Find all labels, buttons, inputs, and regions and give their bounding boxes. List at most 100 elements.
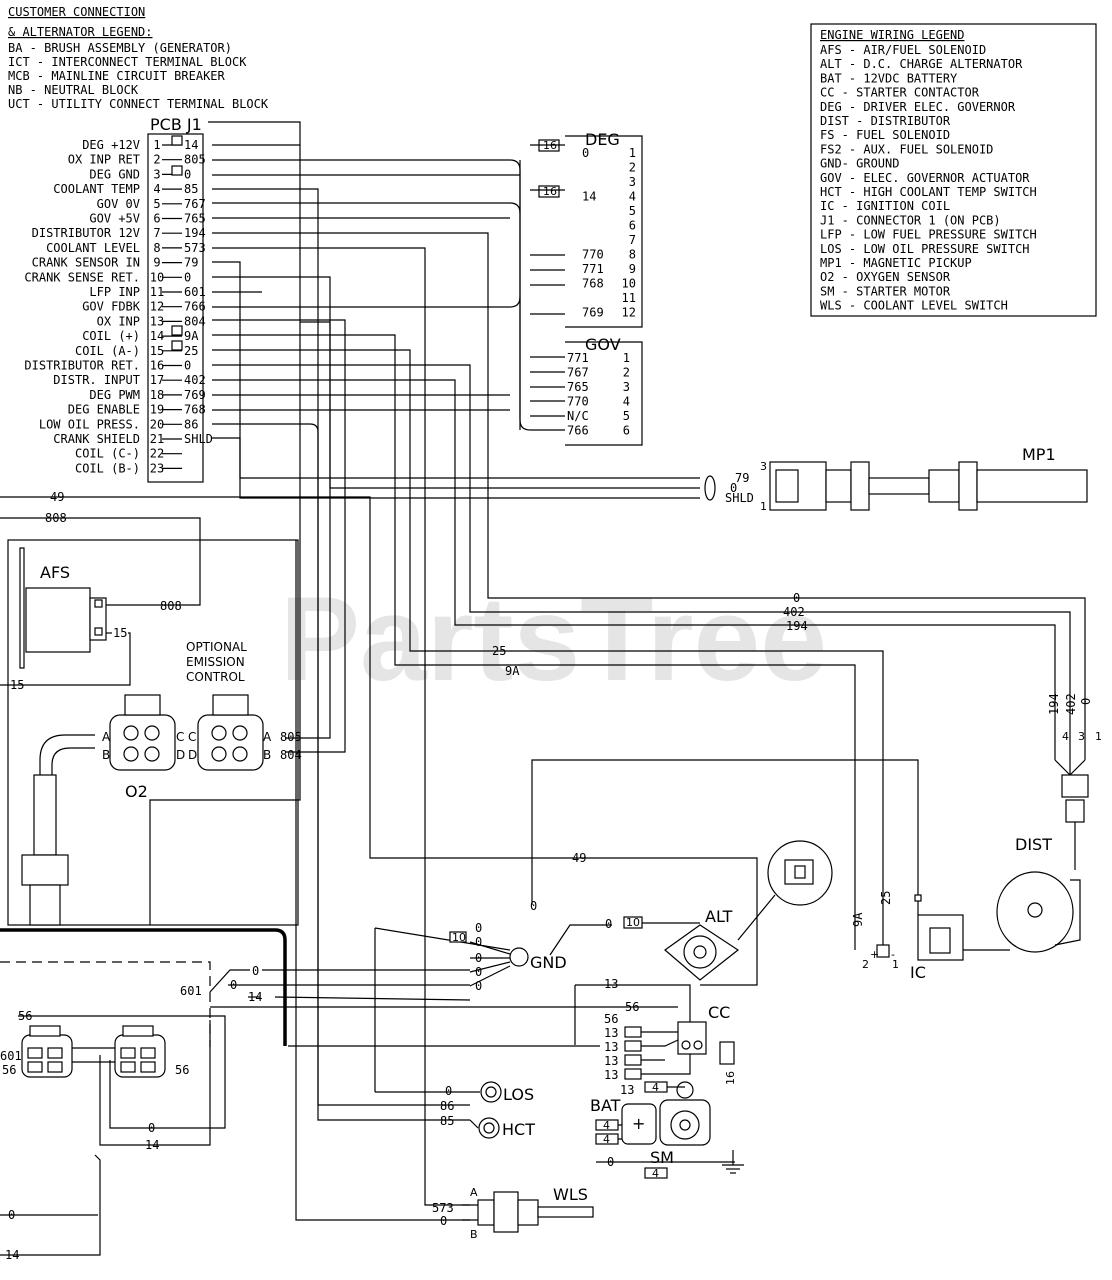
svg-text:79: 79 — [735, 471, 749, 485]
engine-legend-item: IC - IGNITION COIL — [820, 199, 950, 213]
svg-text:14: 14 — [248, 990, 262, 1004]
customer-legend-item: NB - NEUTRAL BLOCK — [8, 83, 139, 97]
battery: BAT + 4 4 0 — [590, 1096, 735, 1169]
pcb-pin-name: DEG GND — [89, 167, 140, 181]
svg-text:14: 14 — [145, 1138, 159, 1152]
svg-text:805: 805 — [280, 730, 302, 744]
bat-title: BAT — [590, 1096, 621, 1115]
pcb-pin-name: COOLANT LEVEL — [46, 241, 140, 255]
gnd-title: GND — [530, 953, 567, 972]
pcb-pin-number: 4 — [153, 182, 160, 196]
deg-pin-number: 11 — [622, 291, 636, 305]
pcb-pin-name: GOV 0V — [97, 197, 140, 211]
pcb-pin-name: DISTR. INPUT — [53, 373, 140, 387]
svg-text:85: 85 — [440, 1114, 454, 1128]
svg-text:3: 3 — [1078, 730, 1085, 743]
gov-pin-wire: 767 — [567, 366, 589, 380]
pcb-pin-wire: 768 — [184, 403, 206, 417]
mp1-sensor: MP1 79 0 SHLD 3 1 — [704, 445, 1088, 513]
engine-legend: ENGINE WIRING LEGEND AFS - AIR/FUEL SOLE… — [810, 23, 1097, 317]
los-switch: 0 86 LOS — [375, 1081, 534, 1113]
pcb-pin-number: 10 — [150, 270, 164, 284]
svg-text:25: 25 — [492, 644, 506, 658]
engine-legend-item: ALT - D.C. CHARGE ALTERNATOR — [820, 57, 1023, 71]
o2-sensor: OPTIONAL EMISSION CONTROL A B C D C D A … — [21, 640, 302, 926]
svg-text:402: 402 — [1064, 693, 1078, 715]
hct-title: HCT — [502, 1120, 535, 1139]
engine-legend-item: MP1 - MAGNETIC PICKUP — [820, 256, 972, 270]
svg-text:13: 13 — [604, 1054, 618, 1068]
svg-text:OPTIONAL: OPTIONAL — [186, 640, 247, 654]
pcb-pin-number: 14 — [150, 329, 164, 343]
deg-pin-wire: 0 — [582, 146, 589, 160]
engine-legend-item: AFS - AIR/FUEL SOLENOID — [820, 43, 986, 57]
svg-text:601: 601 — [180, 984, 202, 998]
svg-text:56: 56 — [175, 1063, 189, 1077]
customer-legend-item: MCB - MAINLINE CIRCUIT BREAKER — [8, 69, 226, 83]
svg-text:A: A — [470, 1186, 478, 1199]
pcb-pin-wire: 86 — [184, 417, 198, 431]
svg-text:0: 0 — [230, 978, 237, 992]
customer-legend-item: BA - BRUSH ASSEMBLY (GENERATOR) — [8, 41, 232, 55]
svg-text:A: A — [263, 730, 272, 744]
pcb-pin-wire: 601 — [184, 285, 206, 299]
pcb-pin-name: LOW OIL PRESS. — [39, 417, 140, 431]
wls-title: WLS — [553, 1185, 588, 1204]
pcb-title: PCB J1 — [150, 115, 202, 134]
engine-legend-item: DEG - DRIVER ELEC. GOVERNOR — [820, 100, 1016, 114]
gov-pin-wire: 765 — [567, 380, 589, 394]
engine-legend-item: O2 - OXYGEN SENSOR — [820, 270, 951, 284]
pcb-pin-number: 21 — [150, 432, 164, 446]
pcb-pin-number: 9 — [153, 256, 160, 270]
pcb-pin-number: 20 — [150, 417, 164, 431]
deg-pin-wire: 771 — [582, 262, 604, 276]
svg-text:1: 1 — [1095, 730, 1102, 743]
deg-pin-number: 4 — [629, 190, 636, 204]
gov-pin-wire: 766 — [567, 424, 589, 438]
svg-text:0: 0 — [475, 935, 482, 949]
deg-pin-number: 12 — [622, 306, 636, 320]
svg-text:56: 56 — [604, 1012, 618, 1026]
pcb-pin-name: CRANK SENSE RET. — [24, 270, 140, 284]
pcb-pin-wire: 767 — [184, 197, 206, 211]
hct-switch: 85 HCT — [440, 1114, 535, 1139]
pcb-pin-name: LFP INP — [89, 285, 140, 299]
svg-text:0: 0 — [252, 964, 259, 978]
engine-legend-item: LFP - LOW FUEL PRESSURE SWITCH — [820, 228, 1037, 242]
svg-text:CONTROL: CONTROL — [186, 670, 245, 684]
deg-pin-wire: 769 — [582, 306, 604, 320]
svg-text:194: 194 — [786, 619, 808, 633]
svg-text:4: 4 — [603, 1133, 610, 1146]
engine-legend-item: GOV - ELEC. GOVERNOR ACTUATOR — [820, 171, 1030, 185]
watermark: PartsTree — [280, 572, 827, 706]
svg-text:14: 14 — [5, 1248, 19, 1262]
svg-text:194: 194 — [1047, 693, 1061, 715]
gov-pin-wire: 771 — [567, 351, 589, 365]
pcb-pin-wire: 25 — [184, 344, 198, 358]
pcb-pin-number: 3 — [153, 167, 160, 181]
alt-title: ALT — [705, 907, 733, 926]
svg-text:-: - — [891, 948, 895, 961]
svg-text:0: 0 — [475, 965, 482, 979]
engine-legend-item: FS2 - AUX. FUEL SOLENOID — [820, 142, 993, 156]
gov-title: GOV — [585, 335, 621, 354]
svg-text:10: 10 — [626, 916, 640, 929]
pcb-pin-name: CRANK SHIELD — [53, 432, 140, 446]
svg-text:0: 0 — [148, 1121, 155, 1135]
distributor: 194 402 0 4 3 1 DIST — [996, 693, 1102, 953]
pcb-pin-number: 5 — [153, 197, 160, 211]
svg-text:86: 86 — [440, 1099, 454, 1113]
svg-text:4: 4 — [652, 1167, 659, 1180]
pcb-pin-number: 8 — [153, 241, 160, 255]
gov-pin-number: 6 — [623, 424, 630, 438]
pcb-pin-name: DISTRIBUTOR 12V — [32, 226, 140, 240]
wls-switch: 573 0 A B WLS — [432, 1185, 594, 1241]
afs-solenoid: AFS 808 15 15 — [0, 539, 299, 926]
pcb-pin-wire: 9A — [184, 329, 199, 343]
deg-pin-number: 8 — [629, 248, 636, 262]
pcb-pin-wire: 0 — [184, 359, 191, 373]
engine-legend-item: CC - STARTER CONTACTOR — [820, 86, 980, 100]
pcb-pin-name: GOV FDBK — [82, 300, 141, 314]
